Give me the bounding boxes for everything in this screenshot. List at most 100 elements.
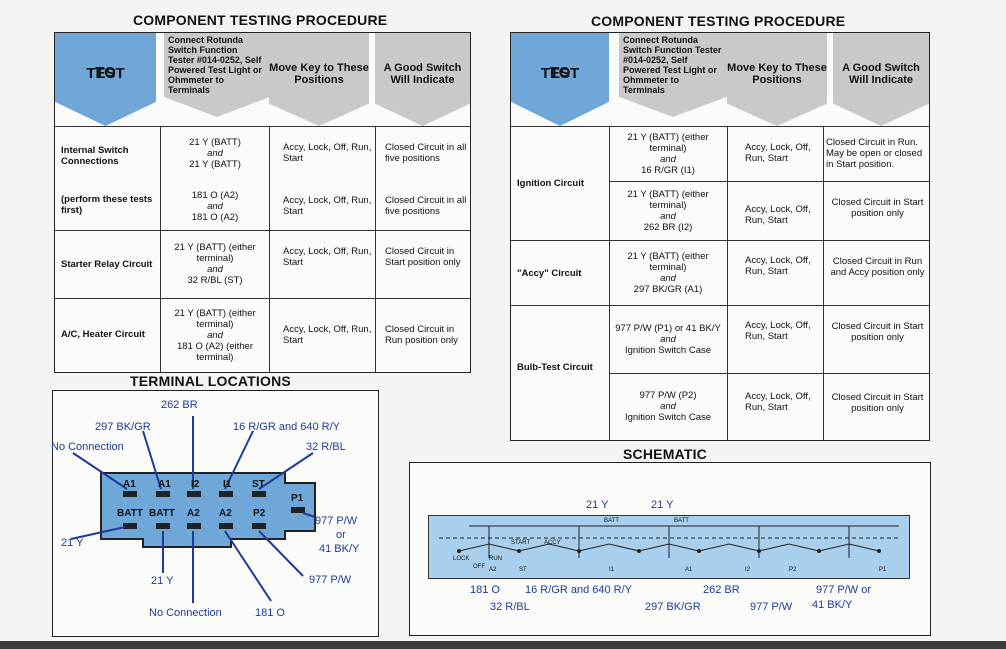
- pin-label: A2: [187, 508, 200, 519]
- terminal-text: 21 Y (BATT) (either terminal): [627, 189, 709, 211]
- connect-header: Connect Rotunda Switch Function Tester #…: [619, 33, 727, 117]
- to-test-label-1: TO: [95, 63, 116, 81]
- pin-label: A1: [685, 567, 693, 573]
- and-text: and: [207, 264, 223, 275]
- indicate-cell: Closed Circuit in Start position only: [831, 197, 924, 219]
- schematic-switch-block: BATT BATT START ACCY LOCK OFF RUN A2 ST …: [428, 515, 910, 579]
- wire-label: 977 P/W: [315, 515, 358, 527]
- batt-label: BATT: [604, 518, 619, 524]
- terminal-text: 21 Y (BATT) (either terminal): [174, 307, 256, 330]
- contact: [637, 549, 641, 553]
- terminal-text: 262 BR (I2): [643, 222, 693, 233]
- leader-line: [302, 512, 316, 518]
- indicate-cell: Closed Circuit in Run. May be open or cl…: [826, 136, 923, 170]
- terminal-text: 977 P/W (P1) or 41 BK/Y: [615, 322, 721, 334]
- switch-path: [698, 543, 880, 552]
- good-switch-text: A Good Switch Will Indicate: [842, 62, 920, 86]
- terminal-text: Ignition Switch Case: [624, 411, 712, 423]
- terminal-text: 297 BK/GR (A1): [633, 284, 703, 295]
- wire-label: 41 BK/Y: [812, 599, 853, 611]
- leader-line: [70, 526, 126, 540]
- row-divider: [609, 373, 929, 374]
- row-divider: [511, 240, 929, 241]
- position-label: OFF: [473, 564, 485, 570]
- leader-line: [258, 452, 314, 490]
- leader-line: [224, 530, 272, 602]
- positions-cell: Accy, Lock, Off, Run, Start: [283, 324, 372, 346]
- indicate-cell: Closed Circuit in Start position only: [385, 246, 461, 268]
- divider: [823, 126, 824, 440]
- pin: [252, 523, 266, 529]
- indicate-cell: Closed Circuit in all five positions: [385, 142, 467, 164]
- terminal-text: 977 P/W (P2): [639, 389, 697, 401]
- wire-label: 32 R/BL: [306, 441, 346, 453]
- wire-label: 41 BK/Y: [319, 543, 360, 555]
- schematic-wiring: [439, 525, 899, 558]
- positions-cell: Accy, Lock, Off, Run, Start: [745, 391, 811, 413]
- terminal-text: 21 Y (BATT): [189, 158, 241, 170]
- positions-cell: Accy, Lock, Off, Run, Start: [745, 320, 811, 342]
- leader-line: [224, 430, 254, 490]
- indicate-cell: Closed Circuit in Start position only: [831, 321, 924, 343]
- good-switch-header: A Good Switch Will Indicate: [833, 33, 929, 126]
- wire-label: 21 Y: [151, 575, 174, 587]
- to-test-label-2: TEST: [540, 64, 580, 82]
- and-text: and: [207, 329, 223, 341]
- wire-label: 16 R/GR and 640 R/Y: [233, 421, 341, 433]
- pin: [187, 523, 201, 529]
- pin-label: P2: [789, 567, 797, 573]
- move-key-header: Move Key to These Positions: [269, 33, 369, 126]
- position-label: ACCY: [544, 540, 561, 546]
- pin: [123, 523, 137, 529]
- pin-label: ST: [252, 479, 265, 490]
- positions-cell: Accy, Lock, Off, Run, Start: [745, 255, 811, 277]
- contact: [757, 549, 761, 553]
- terminal-text: 21 Y (BATT) (either terminal): [627, 251, 709, 273]
- wire-label: No Connection: [149, 607, 222, 619]
- wire-label: 181 O: [470, 584, 500, 596]
- to-test-label-2: TEST: [86, 64, 125, 82]
- pin-label: BATT: [117, 508, 143, 519]
- row-divider: [55, 126, 470, 127]
- leader-line: [258, 530, 304, 577]
- position-label: START: [511, 540, 531, 546]
- wire-label: No Connection: [51, 441, 124, 453]
- row-divider: [55, 298, 470, 299]
- row-divider: [511, 305, 929, 306]
- good-switch-header: A Good Switch Will Indicate: [375, 33, 470, 126]
- and-text: and: [660, 273, 676, 284]
- terminal-locations-panel: A1 A1 I2 I1 ST P1 BATT BATT A2 A2 P2 262…: [51, 390, 379, 637]
- schematic-panel: BATT BATT START ACCY LOCK OFF RUN A2 ST …: [409, 462, 931, 636]
- wire-label: 21 Y: [586, 499, 609, 511]
- schematic-title: SCHEMATIC: [623, 446, 707, 462]
- left-table-title: COMPONENT TESTING PROCEDURE: [133, 12, 388, 28]
- pin-label: P1: [879, 567, 887, 573]
- good-switch-text: A Good Switch Will Indicate: [383, 62, 462, 86]
- and-text: and: [207, 200, 223, 212]
- and-text: and: [660, 154, 676, 165]
- terminal-text: 21 Y (BATT) (either terminal): [627, 132, 709, 154]
- pin-label: I2: [745, 567, 751, 573]
- pin: [156, 523, 170, 529]
- wire-label: 21 Y: [61, 537, 84, 549]
- indicate-cell: Closed Circuit in Run position only: [385, 324, 458, 346]
- pin: [252, 491, 266, 497]
- pin-label: BATT: [149, 508, 175, 519]
- row-label: (perform these tests first): [61, 194, 153, 216]
- row-label: Starter Relay Circuit: [61, 258, 153, 270]
- bottom-pins: [123, 523, 266, 529]
- move-key-text: Move Key to These Positions: [269, 62, 369, 86]
- pin-label: P1: [291, 493, 304, 504]
- leader-line: [142, 430, 162, 490]
- terminal-text: 16 R/GR (I1): [641, 165, 695, 176]
- terminal-text: 32 R/BL (ST): [187, 275, 243, 286]
- positions-cell: Accy, Lock, Off, Run, Start: [283, 195, 372, 217]
